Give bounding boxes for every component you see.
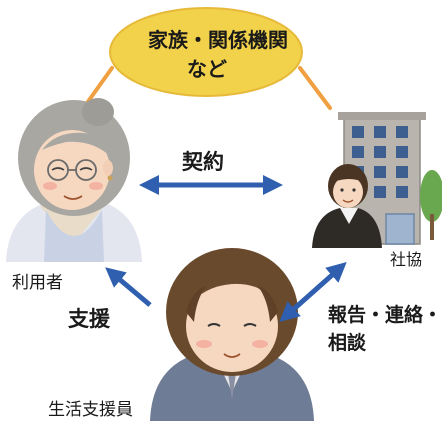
supporter-label: 生活支援員: [48, 400, 133, 420]
report-arrow: [279, 262, 347, 322]
support-arrow: [105, 267, 152, 307]
center-label-line2: など: [187, 57, 227, 81]
report-label-line2: 相談: [328, 332, 367, 354]
council-illustration: [312, 112, 442, 248]
center-label-line1: 家族・関係機関: [148, 28, 288, 52]
report-label-line1: 報告・連絡・: [328, 304, 442, 326]
user-label: 利用者: [12, 273, 63, 293]
user-illustration: [6, 98, 142, 262]
council-label: 社協: [390, 250, 423, 269]
support-label: 支援: [68, 307, 110, 331]
supporter-illustration: [150, 248, 314, 421]
connector-line-right: [298, 66, 332, 110]
family-organizations-bubble: [109, 7, 303, 97]
contract-label: 契約: [182, 150, 224, 174]
